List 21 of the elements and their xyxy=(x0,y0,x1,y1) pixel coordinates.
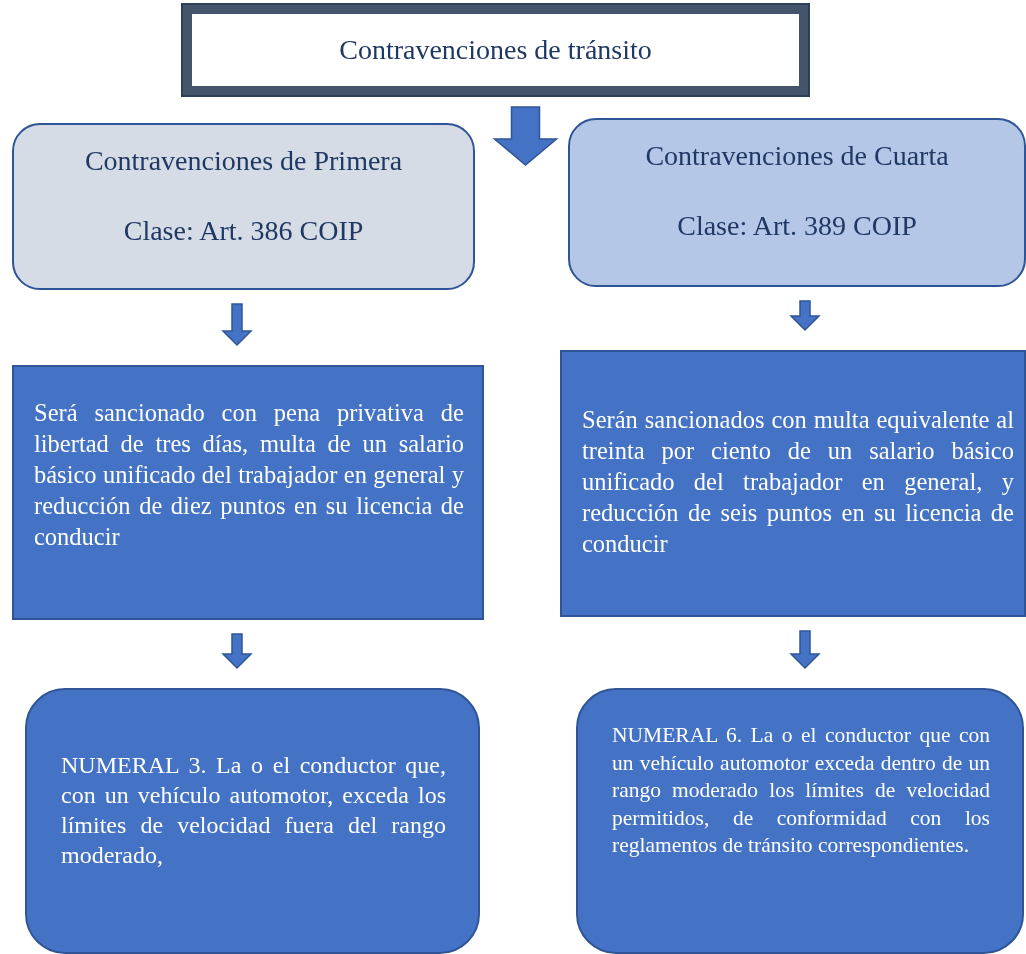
sanction-box xyxy=(560,350,1026,617)
article-reference: Clase: Art. 389 COIP xyxy=(676,210,918,242)
box-text: Contravenciones de tránsito xyxy=(338,34,653,66)
category-box xyxy=(12,123,475,290)
block-arrow xyxy=(492,106,559,166)
article-reference: Clase: Art. 386 COIP xyxy=(122,215,365,247)
offense-box xyxy=(576,688,1024,954)
block-arrow xyxy=(789,300,821,332)
title-box xyxy=(183,5,808,95)
category-box xyxy=(568,118,1026,287)
box-text: Será sancionado con pena privativa de libertad de tres días, multa de un salario básico unificado del trabajador en general y reducción de diez puntos en su licencia de conducir xyxy=(34,398,464,552)
block-arrow xyxy=(221,303,253,347)
category-heading: Contravenciones de Cuarta xyxy=(644,140,950,172)
box-text: NUMERAL 3. La o el conductor que, con un vehículo automotor, exceda los límites de velocidad fuera del rango moderado, xyxy=(61,751,446,870)
block-arrow xyxy=(789,630,821,670)
sanction-box xyxy=(12,365,484,620)
box-text: Serán sancionados con multa equivalente al treinta por ciento de un salario básico unificado del trabajador en general, y reducción de seis puntos en su licencia de conducir xyxy=(582,405,1014,559)
block-arrow xyxy=(221,633,253,670)
category-heading: Contravenciones de Primera xyxy=(83,145,404,177)
offense-box xyxy=(25,688,480,954)
box-text: NUMERAL 6. La o el conductor que con un vehículo automotor exceda dentro de un rango moderado los límites de velocidad permitidos, de conformidad con los reglamentos de tránsito correspondientes. xyxy=(612,722,990,859)
